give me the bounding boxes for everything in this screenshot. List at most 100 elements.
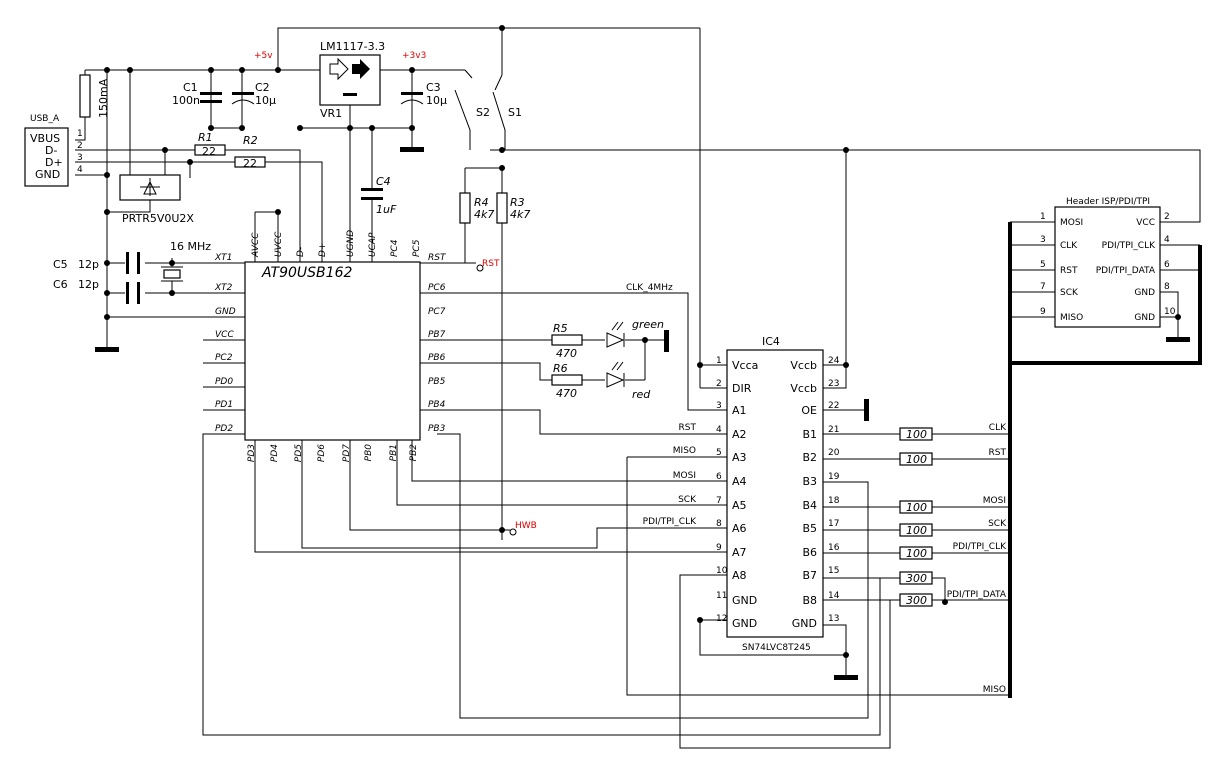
mcu-bottom-pin: PD4 bbox=[270, 444, 280, 462]
series-resistor-value: 100 bbox=[906, 524, 927, 537]
header-pin-label: CLK bbox=[1060, 241, 1078, 251]
usb-pin-gnd: GND bbox=[35, 168, 60, 181]
voltage-regulator: LM1117-3.3 VR1 bbox=[319, 40, 385, 120]
header-pin-label: RST bbox=[1060, 266, 1078, 276]
capacitor-c2: C2 10µ bbox=[231, 81, 276, 107]
header-pin-label: PDI/TPI_CLK bbox=[1102, 241, 1156, 251]
ic4-pin-label: Vcca bbox=[732, 359, 758, 372]
ic4-pin-num: 6 bbox=[716, 472, 722, 482]
tvs-diode-array: PRTR5V0U2X bbox=[119, 174, 194, 225]
mcu-right-pin: PB4 bbox=[428, 400, 446, 410]
ic4-pin-label: B2 bbox=[802, 451, 817, 464]
r1-value: 22 bbox=[202, 145, 216, 158]
usb-pin-num: 2 bbox=[77, 141, 83, 151]
series-resistor-value: 100 bbox=[906, 547, 927, 560]
mcu-left-pin: PD0 bbox=[215, 377, 233, 387]
fuse-value: 150mA bbox=[97, 78, 110, 118]
series-resistor-value: 100 bbox=[906, 428, 927, 441]
a-net-label: MOSI bbox=[673, 471, 696, 481]
header-pin-label: GND bbox=[1134, 288, 1155, 298]
c1-name: C1 bbox=[183, 81, 198, 94]
mcu-left-pin: PD1 bbox=[215, 400, 233, 410]
ic4-pin-label: B4 bbox=[802, 499, 817, 512]
ic4-pin-num: 1 bbox=[716, 356, 722, 366]
usb-pin-vbus: VBUS bbox=[30, 132, 60, 145]
capacitor-c5: C5 12p bbox=[53, 252, 140, 274]
ic4-pin-num: 3 bbox=[716, 401, 722, 411]
header-pin-num: 7 bbox=[1040, 282, 1046, 292]
ic4-pin-label: DIR bbox=[732, 382, 752, 395]
r5-value: 470 bbox=[556, 347, 577, 360]
usb-pin-num: 1 bbox=[77, 129, 83, 139]
ic4-pin-label: B5 bbox=[802, 522, 817, 535]
ic4-pin-label: A4 bbox=[732, 475, 747, 488]
ic4-ref: IC4 bbox=[762, 335, 780, 348]
capacitor-c1: C1 100n bbox=[172, 81, 222, 107]
a-net-label: MISO bbox=[673, 446, 696, 456]
mcu-bottom-pin: PD3 bbox=[247, 444, 257, 462]
ic4-pin-num: 9 bbox=[716, 543, 722, 553]
ic4-pin-label: B7 bbox=[802, 569, 817, 582]
ic4-pin-num: 8 bbox=[716, 519, 722, 529]
ic4-pin-num: 2 bbox=[716, 379, 722, 389]
ic4-pin-label: B6 bbox=[802, 546, 817, 559]
mcu-top-pin: UCAP bbox=[368, 232, 378, 257]
mcu-right-pin: PB7 bbox=[428, 330, 446, 340]
mcu-right-pin: PB3 bbox=[428, 424, 446, 434]
mcu-left-pin: GND bbox=[215, 307, 236, 317]
isp-header: Header ISP/PDI/TPI MOSI1CLK3RST5SCK7MISO… bbox=[1040, 197, 1176, 328]
b-net-label: PDI/TPI_CLK bbox=[953, 542, 1007, 552]
ic4-pin-num: 24 bbox=[828, 356, 840, 366]
a-net-label: PDI/TPI_CLK bbox=[643, 517, 697, 527]
mcu-top-pin: D+ bbox=[318, 243, 328, 257]
rst-terminal bbox=[476, 264, 484, 272]
mcu-left-pin: XT1 bbox=[214, 253, 232, 263]
a-net-label: RST bbox=[679, 423, 697, 433]
ic4-pin-label: A1 bbox=[732, 404, 747, 417]
mcu-left-pin: XT2 bbox=[214, 283, 233, 293]
r3-value: 4k7 bbox=[510, 208, 530, 221]
fuse: 150mA bbox=[79, 74, 110, 118]
header-pin-num: 6 bbox=[1164, 260, 1170, 270]
net-label-5v: +5v bbox=[254, 51, 273, 61]
net-label-clk: CLK_4MHz bbox=[626, 283, 673, 293]
header-pin-label: MOSI bbox=[1060, 218, 1083, 228]
r4-value: 4k7 bbox=[474, 208, 494, 221]
regulator-ref: VR1 bbox=[320, 107, 342, 120]
r5-name: R5 bbox=[553, 322, 568, 335]
mcu-bottom-pin: PB1 bbox=[389, 444, 399, 461]
usb-connector: USB_A VBUS D- D+ GND 1 2 3 4 bbox=[24, 114, 83, 187]
ic4-pin-label: OE bbox=[801, 404, 817, 417]
mcu-bottom-pin: PB0 bbox=[364, 444, 374, 462]
ic4-pin-num: 10 bbox=[716, 566, 728, 576]
c6-value: 12p bbox=[78, 278, 99, 291]
ic4-pin-label: B3 bbox=[802, 475, 817, 488]
ic4-pin-num: 5 bbox=[716, 448, 722, 458]
capacitor-c4: C4 1uF bbox=[361, 175, 397, 216]
ic4-pin-num: 22 bbox=[828, 401, 839, 411]
b-net-label: PDI/TPI_DATA bbox=[947, 590, 1007, 600]
mcu-right-pin: PC6 bbox=[428, 283, 446, 293]
ic4-pin-label: Vccb bbox=[790, 382, 817, 395]
c2-name: C2 bbox=[255, 81, 270, 94]
led-red: red bbox=[606, 361, 651, 401]
ic4-pin-label: GND bbox=[732, 617, 757, 630]
net-label-3v3: +3v3 bbox=[402, 51, 426, 61]
mcu-left-pin: PD2 bbox=[215, 424, 233, 434]
ic4-pin-num: 19 bbox=[828, 472, 840, 482]
series-resistor-value: 300 bbox=[906, 594, 927, 607]
header-title: Header ISP/PDI/TPI bbox=[1066, 197, 1150, 207]
capacitor-c6: C6 12p bbox=[53, 278, 140, 304]
ground-symbols bbox=[95, 147, 1190, 680]
header-pin-num: 10 bbox=[1164, 307, 1176, 317]
c4-name: C4 bbox=[376, 175, 391, 188]
r4-name: R4 bbox=[474, 196, 489, 209]
mcu-right-pin: PC7 bbox=[428, 307, 446, 317]
b-net-label: MOSI bbox=[983, 496, 1006, 506]
ic4-pin-label: A7 bbox=[732, 546, 747, 559]
header-pin-num: 9 bbox=[1040, 307, 1046, 317]
header-pin-label: VCC bbox=[1136, 218, 1155, 228]
c1-value: 100n bbox=[172, 94, 200, 107]
series-resistor-value: 300 bbox=[906, 572, 927, 585]
header-pin-num: 8 bbox=[1164, 282, 1170, 292]
